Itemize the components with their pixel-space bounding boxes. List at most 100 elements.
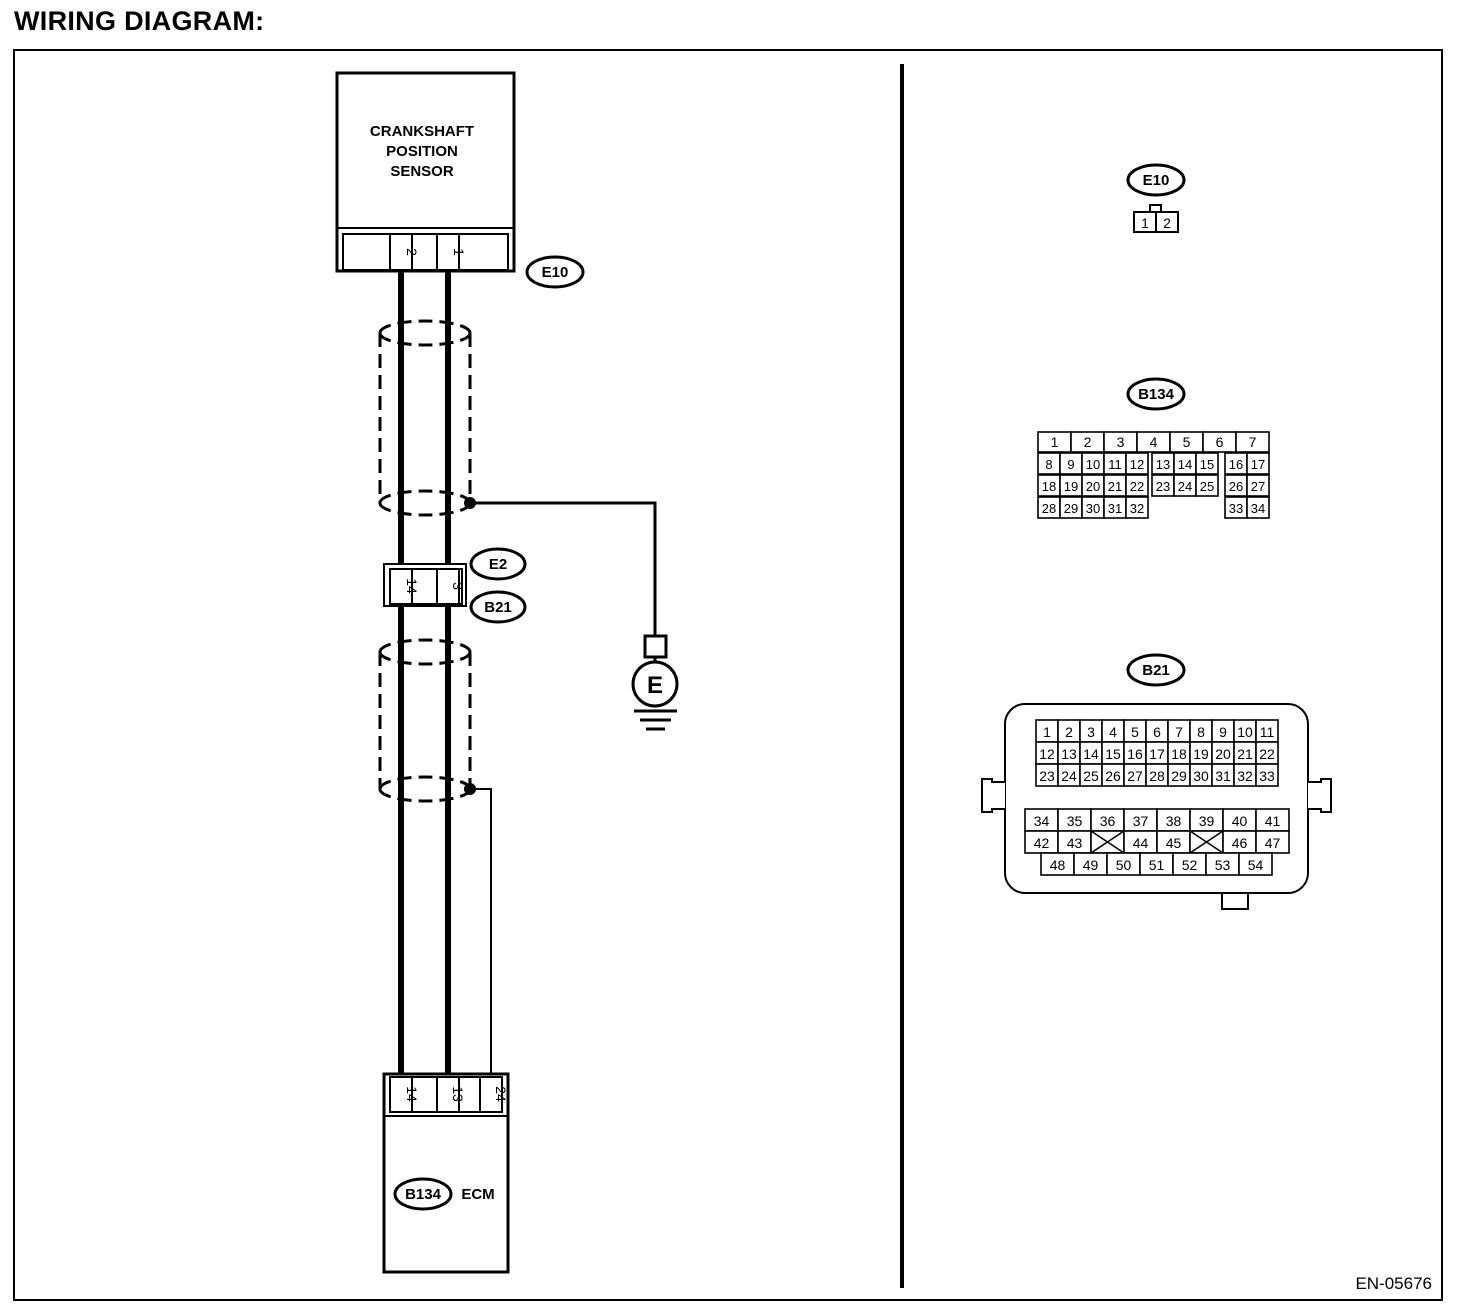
- view-e10-pin-2: 2: [1163, 215, 1171, 231]
- connector-tag-e2: E2: [469, 547, 527, 581]
- view-b134-pin-17: 17: [1251, 457, 1265, 472]
- view-b134-pin-11: 11: [1108, 457, 1122, 472]
- view-b21-pin-33: 33: [1259, 768, 1275, 784]
- connector-view-e10: E10 1 2: [1126, 163, 1186, 233]
- view-b21-pin-6: 6: [1153, 724, 1161, 740]
- view-b21-pin-3: 3: [1087, 724, 1095, 740]
- view-b21-pin-38: 38: [1166, 813, 1182, 829]
- view-b21-pin-44: 44: [1133, 835, 1149, 851]
- view-e10-pin-1: 1: [1141, 215, 1149, 231]
- view-b21-pin-54-cell: [1238, 852, 1273, 876]
- view-b21-pin-34: 34: [1034, 813, 1050, 829]
- sensor-pin-2: 2: [404, 248, 420, 256]
- view-b134-pin-7-cell: [1235, 431, 1270, 453]
- view-b21-pin-51: 51: [1149, 857, 1165, 873]
- view-b134-pin-13: 13: [1156, 457, 1170, 472]
- view-b134-pin-27-cell: [1246, 474, 1270, 497]
- crankshaft-position-sensor: CRANKSHAFT POSITION SENSOR 2 1: [335, 71, 516, 273]
- view-b21-pin-40: 40: [1232, 813, 1248, 829]
- ecm-label: ECM: [461, 1186, 494, 1203]
- view-b21-pin-13: 13: [1061, 746, 1077, 762]
- ecm-pin-14: 14: [404, 1086, 420, 1102]
- view-b134-pin-7: 7: [1249, 434, 1257, 450]
- view-b21-pin-18: 18: [1171, 746, 1187, 762]
- view-b134-pin-2: 2: [1084, 434, 1092, 450]
- view-b21-pin-29: 29: [1171, 768, 1187, 784]
- view-b134-pin-14: 14: [1178, 457, 1192, 472]
- view-b134-pin-20: 20: [1086, 479, 1100, 494]
- view-b21-pin-8: 8: [1197, 724, 1205, 740]
- view-b21-pin-37: 37: [1133, 813, 1149, 829]
- view-b134-pin-26: 26: [1229, 479, 1243, 494]
- view-b21-pin-52: 52: [1182, 857, 1198, 873]
- connector-tag-b21: B21: [469, 590, 527, 624]
- view-b134-pin-32-cell: [1125, 496, 1149, 519]
- view-b134-pin-3: 3: [1117, 434, 1125, 450]
- view-b134-label: B134: [1138, 386, 1175, 403]
- view-b21-left-latch: [981, 778, 1005, 813]
- view-b21-pin-28: 28: [1149, 768, 1165, 784]
- view-b134-pin-30: 30: [1086, 501, 1100, 516]
- shield-upper: [378, 319, 472, 517]
- ecm-unit: 14 13 24 B134 ECM: [382, 1072, 510, 1274]
- view-b21-pin-54: 54: [1248, 857, 1264, 873]
- view-b21-blank-cavity-x2: [1090, 830, 1125, 854]
- view-b21-pin-32: 32: [1237, 768, 1253, 784]
- view-b134-pin-12-cell: [1125, 452, 1149, 475]
- ecm-pin-24: 24: [493, 1086, 509, 1102]
- view-b21-pin-12: 12: [1039, 746, 1055, 762]
- sensor-label-line-3: SENSOR: [390, 163, 454, 180]
- view-b134-pin-22-cell: [1125, 474, 1149, 497]
- view-b21-pin-4: 4: [1109, 724, 1117, 740]
- view-b134-pin-6: 6: [1216, 434, 1224, 450]
- sensor-connector-body: [342, 233, 509, 271]
- view-b21-pin-36: 36: [1100, 813, 1116, 829]
- diagram-frame: [13, 49, 1443, 1301]
- view-b21-pin-50: 50: [1116, 857, 1132, 873]
- view-b134-pin-8: 8: [1045, 457, 1052, 472]
- ground-symbol-letter: E: [647, 672, 663, 699]
- view-b134-pin-33: 33: [1229, 501, 1243, 516]
- connector-tag-b21-label: B21: [484, 599, 512, 616]
- ground-drain-wire: [470, 501, 657, 636]
- joint-pin-14: 14: [404, 578, 420, 594]
- view-b21-pin-48: 48: [1050, 857, 1066, 873]
- view-b21-pin-24: 24: [1061, 768, 1077, 784]
- view-b134-pin-25: 25: [1200, 479, 1214, 494]
- view-b134-pin-5: 5: [1183, 434, 1191, 450]
- figure-code: EN-05676: [1355, 1274, 1432, 1293]
- view-b21-pin-14: 14: [1083, 746, 1099, 762]
- view-b21-pin-42: 42: [1034, 835, 1050, 851]
- view-b134-pin-16: 16: [1229, 457, 1243, 472]
- view-b21-pin-9: 9: [1219, 724, 1227, 740]
- view-b21-pin-25: 25: [1083, 768, 1099, 784]
- view-b21-pin-11: 11: [1260, 724, 1275, 740]
- view-b21-pin-7: 7: [1175, 724, 1183, 740]
- view-b21-pin-5: 5: [1131, 724, 1139, 740]
- view-b21-label: B21: [1142, 662, 1170, 679]
- view-b134-pin-24: 24: [1178, 479, 1192, 494]
- view-b134-pin-32: 32: [1130, 501, 1144, 516]
- view-b21-pin-17: 17: [1149, 746, 1165, 762]
- view-b134-pin-34-cell: [1246, 496, 1270, 519]
- view-b134-pin-22: 22: [1130, 479, 1144, 494]
- shield-drain-wire-to-ecm-24: [470, 788, 492, 1075]
- connector-tag-b134-label: B134: [405, 1186, 442, 1203]
- view-b21-lock-tab: [1221, 892, 1249, 910]
- view-b134-pin-15: 15: [1200, 457, 1214, 472]
- view-b21-pin-33-cell: [1255, 763, 1279, 787]
- view-b21-pin-53: 53: [1215, 857, 1231, 873]
- view-b21-pin-45: 45: [1166, 835, 1182, 851]
- view-b134-pin-9: 9: [1067, 457, 1074, 472]
- view-b21-pin-26: 26: [1105, 768, 1121, 784]
- view-b134-pin-27: 27: [1251, 479, 1265, 494]
- view-b21-pin-1: 1: [1043, 724, 1051, 740]
- view-b21-pin-16: 16: [1127, 746, 1143, 762]
- joint-pin-3: 3: [450, 582, 466, 590]
- view-b21-pin-21: 21: [1237, 746, 1253, 762]
- view-b21-right-latch: [1308, 778, 1332, 813]
